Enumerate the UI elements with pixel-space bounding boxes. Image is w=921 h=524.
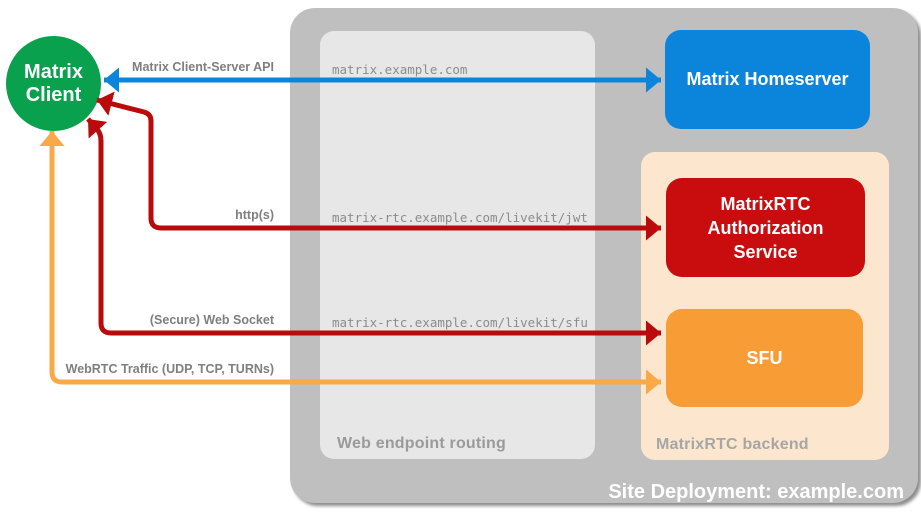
backend-group-label: MatrixRTC backend — [656, 436, 809, 453]
http-label: http(s) — [235, 208, 274, 222]
site-deployment-title: Site Deployment: example.com — [608, 481, 904, 503]
matrix-client-node: Matrix Client — [6, 36, 101, 131]
endpoint-livekit-sfu: matrix-rtc.example.com/livekit/sfu — [332, 315, 588, 330]
matrixrtc-auth-service-node: MatrixRTC Authorization Service — [666, 178, 865, 277]
routing-group-label: Web endpoint routing — [337, 435, 507, 452]
sfu-label: SFU — [746, 347, 783, 368]
webrtc-traffic-label: WebRTC Traffic (UDP, TCP, TURNs) — [65, 362, 274, 376]
client-server-api-label: Matrix Client-Server API — [132, 60, 274, 74]
endpoint-livekit-jwt: matrix-rtc.example.com/livekit/jwt — [332, 210, 588, 225]
web-endpoint-routing-group: Web endpoint routing — [320, 31, 595, 459]
endpoint-matrix-example-com: matrix.example.com — [332, 62, 468, 77]
sfu-node: SFU — [666, 309, 863, 407]
matrixrtc-auth-service-label: MatrixRTC Authorization Service — [707, 193, 824, 262]
matrix-client-label-line2: Client — [25, 83, 82, 106]
matrix-client-label-line1: Matrix — [24, 60, 83, 83]
matrix-homeserver-node: Matrix Homeserver — [665, 30, 870, 129]
websocket-label: (Secure) Web Socket — [149, 313, 274, 327]
matrix-homeserver-label: Matrix Homeserver — [686, 69, 849, 89]
